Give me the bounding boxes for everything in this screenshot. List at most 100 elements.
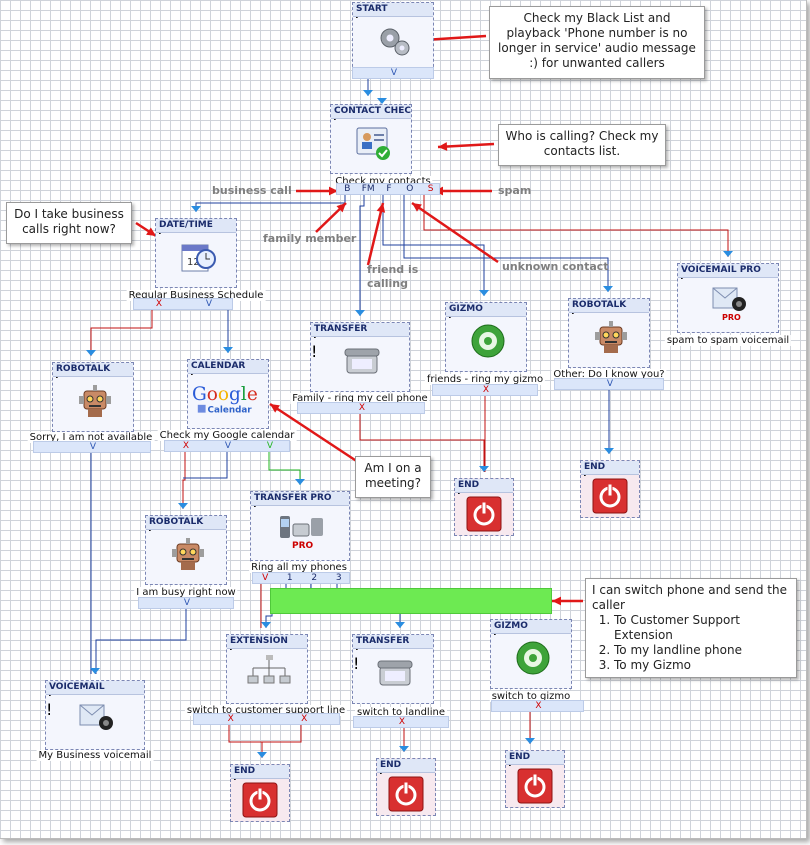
node-title[interactable]: VOICEMAIL PRO [678, 264, 778, 278]
node-robotalk3[interactable]: ROBOTALK? [145, 515, 227, 585]
exit-port[interactable]: X [482, 385, 490, 395]
exit-bar: X [297, 402, 425, 414]
exit-port[interactable]: X [182, 441, 190, 451]
node-title[interactable]: ROBOTALK [146, 516, 226, 530]
exit-port[interactable]: F [386, 184, 392, 194]
node-transfer2[interactable]: TRANSFER?! [352, 634, 434, 704]
node-title[interactable]: CALENDAR [188, 360, 268, 374]
node-voicemailpro[interactable]: VOICEMAIL PRO?PRO [677, 263, 779, 333]
node-title[interactable]: END [377, 759, 435, 773]
exit-port[interactable]: V [183, 598, 191, 608]
node-caption: switch to landline [355, 707, 447, 718]
node-caption: Check my contacts [333, 176, 433, 187]
phone-icon [342, 341, 382, 381]
exit-port[interactable]: X [155, 299, 163, 309]
svg-text:12: 12 [187, 257, 200, 268]
robot-icon [75, 381, 115, 421]
exit-port[interactable]: FM [361, 184, 375, 194]
node-title[interactable]: START [353, 3, 433, 17]
exit-bar: V [554, 378, 664, 390]
node-title[interactable]: TRANSFER [353, 635, 433, 649]
node-robotalk2[interactable]: ROBOTALK? [52, 362, 134, 432]
node-end2[interactable]: END? [580, 460, 640, 518]
node-title[interactable]: DATE/TIME [156, 219, 236, 233]
node-title[interactable]: END [581, 461, 639, 475]
wire-calendar-v [183, 452, 228, 479]
exit-port[interactable]: S [427, 184, 434, 194]
node-caption: I am busy right now [134, 587, 238, 598]
exit-port[interactable]: O [406, 184, 414, 194]
node-robotalk1[interactable]: ROBOTALK? [568, 298, 650, 368]
exit-port[interactable]: V [89, 442, 97, 452]
node-title[interactable]: CONTACT CHECK [331, 105, 411, 119]
warning-button[interactable]: ! [353, 654, 360, 673]
switch-callout: I can switch phone and send the caller T… [585, 578, 797, 678]
node-title[interactable]: GIZMO [491, 620, 571, 634]
warning-button[interactable]: ! [311, 342, 318, 361]
wire-family [359, 195, 365, 316]
exit-port[interactable]: 2 [311, 573, 318, 583]
exit-port[interactable]: B [344, 184, 351, 194]
input-arrow [603, 286, 613, 292]
business-callout: Do I take business calls right now? [6, 202, 132, 244]
exit-port[interactable]: V [606, 379, 614, 389]
wire-business [195, 195, 346, 212]
exit-port[interactable]: X [227, 714, 234, 724]
node-title[interactable]: END [506, 751, 564, 765]
annotation-unknown: unknown contact [502, 260, 609, 273]
node-caption: Ring all my phones [249, 562, 349, 573]
node-title[interactable]: ROBOTALK [569, 299, 649, 313]
exit-port[interactable]: X [398, 717, 406, 727]
input-arrow [257, 752, 267, 758]
exit-port[interactable]: V [224, 441, 232, 451]
robot-icon [591, 317, 631, 357]
node-gizmo2[interactable]: GIZMO? [490, 619, 572, 689]
node-extension[interactable]: EXTENSION? [226, 634, 308, 704]
node-title[interactable]: ROBOTALK [53, 363, 133, 377]
node-title[interactable]: VOICEMAIL [46, 681, 144, 695]
annotation-spam: spam [498, 184, 532, 197]
node-end3[interactable]: END? [230, 764, 290, 822]
node-title[interactable]: GIZMO [446, 303, 526, 317]
node-start[interactable]: START? [352, 2, 434, 72]
exit-port[interactable]: X [301, 714, 308, 724]
node-title[interactable]: EXTENSION [227, 635, 307, 649]
node-gizmo1[interactable]: GIZMO? [445, 302, 527, 372]
exit-port[interactable]: X [535, 701, 542, 711]
exit-port[interactable]: 1 [286, 573, 293, 583]
who-callout: Who is calling? Check my contacts list. [498, 124, 666, 166]
node-end5[interactable]: END? [505, 750, 565, 808]
exit-bar: V 1 2 3 [252, 572, 350, 584]
node-datetime[interactable]: DATE/TIME?12 [155, 218, 237, 288]
node-title[interactable]: TRANSFER [311, 323, 409, 337]
callout-arrowhead [336, 203, 346, 213]
node-voicemail[interactable]: VOICEMAIL?! [45, 680, 145, 750]
exit-port[interactable]: X [358, 403, 366, 413]
wire-robotalk3-v [95, 609, 187, 674]
warning-button[interactable]: ! [46, 700, 53, 719]
exit-bar: B FM F O S [336, 183, 440, 195]
node-transferpro[interactable]: TRANSFER PRO?PRO [250, 491, 350, 561]
node-contact[interactable]: CONTACT CHECK? [330, 104, 412, 174]
node-title[interactable]: END [455, 479, 513, 493]
callout-arrow [269, 402, 359, 464]
exit-port[interactable]: 3 [335, 573, 342, 583]
exit-port[interactable]: V [262, 573, 269, 583]
node-title[interactable]: TRANSFER PRO [251, 492, 349, 506]
wire-transfer1-x [359, 414, 485, 472]
input-arrow [525, 738, 535, 744]
wire-spam [423, 195, 729, 257]
node-transfer1[interactable]: TRANSFER?! [310, 322, 410, 392]
exit-port[interactable]: V [390, 68, 398, 78]
input-arrow [377, 98, 387, 104]
exit-port[interactable]: V [266, 441, 274, 451]
node-title[interactable]: END [231, 765, 289, 779]
exit-port[interactable]: V [205, 299, 213, 309]
node-end1[interactable]: END? [454, 478, 514, 536]
input-arrow [399, 746, 409, 752]
node-end4[interactable]: END? [376, 758, 436, 816]
exit-bar: X [432, 384, 538, 396]
